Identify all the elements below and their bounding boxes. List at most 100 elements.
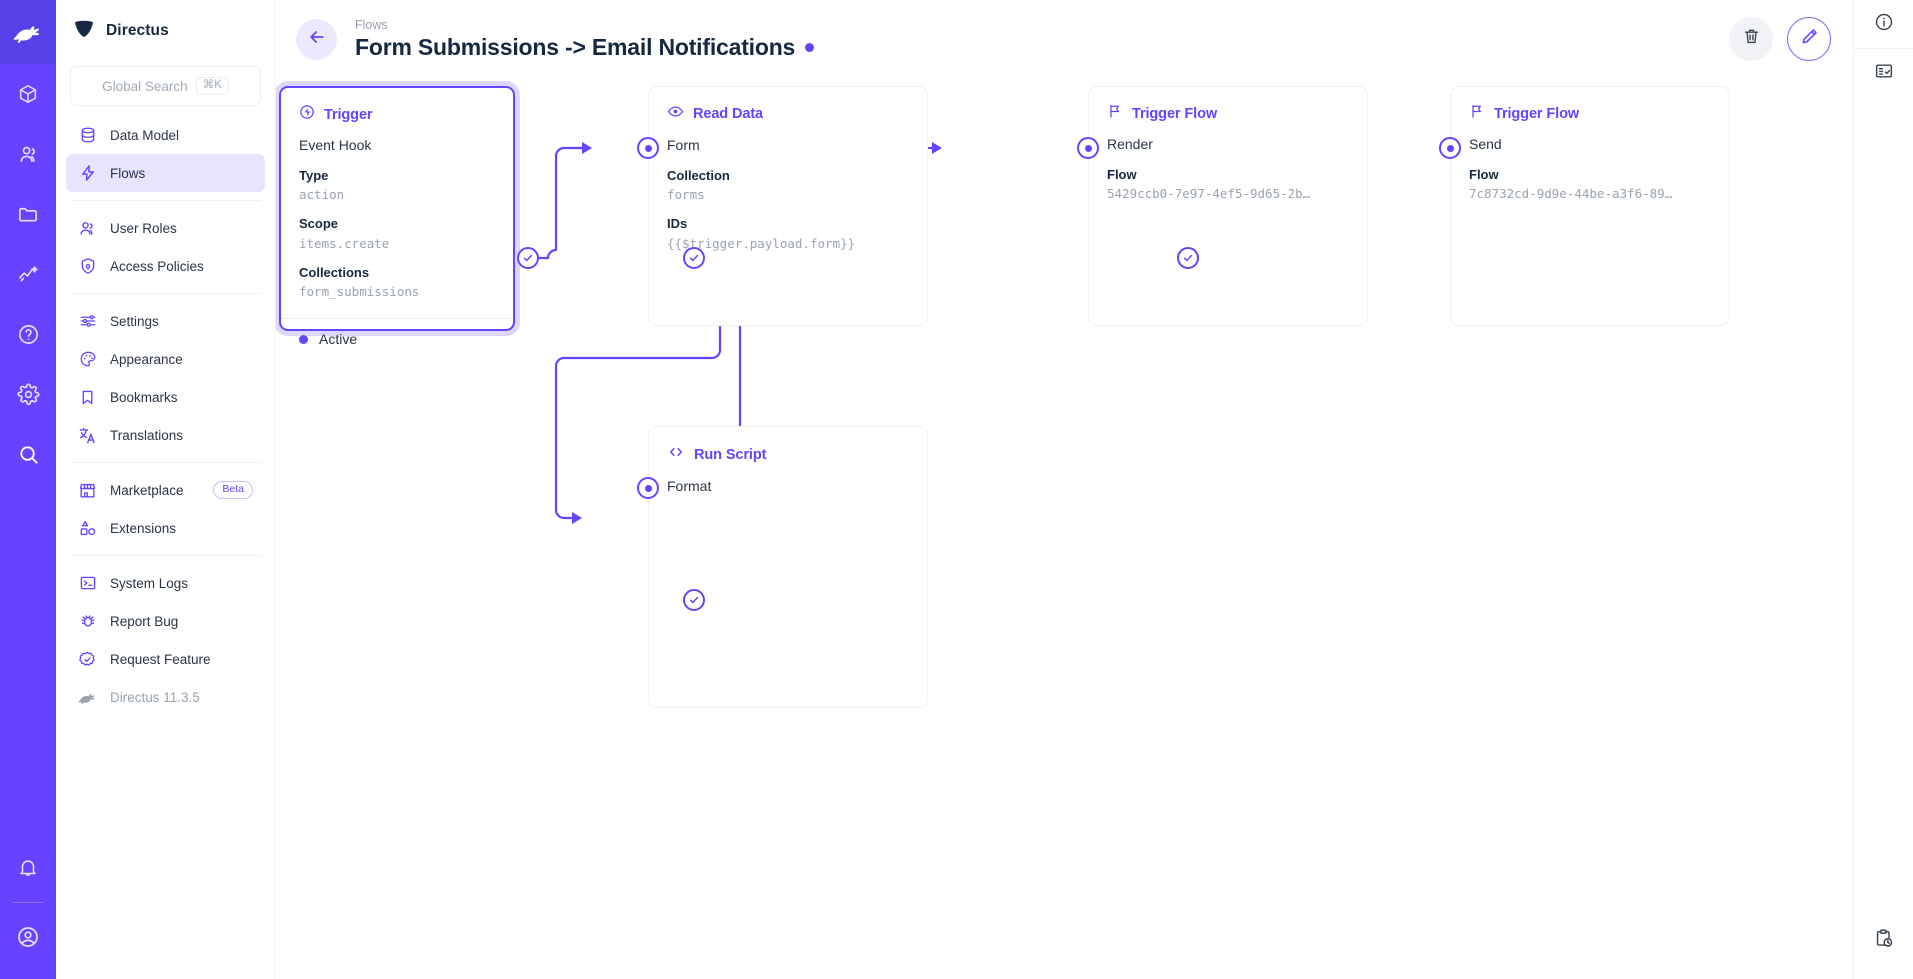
node-field: Type action xyxy=(299,166,495,206)
sidebar-item-flows[interactable]: Flows xyxy=(66,154,265,192)
node-field: Flow 5429ccb0-7e97-4ef5-9d65-2b… xyxy=(1107,165,1349,205)
sidebar-item-label: System Logs xyxy=(110,575,189,591)
port-dot-icon xyxy=(1084,144,1092,152)
port-resolve-run-script[interactable] xyxy=(683,589,705,611)
node-body: Event Hook Type action Scope items.creat… xyxy=(281,135,513,318)
directus-rabbit-logo[interactable] xyxy=(0,0,56,64)
sidebar-item-translations[interactable]: Translations xyxy=(66,416,265,454)
sidebar-item-label: Data Model xyxy=(110,127,180,143)
rail-item-file-library[interactable] xyxy=(0,184,56,244)
bolt-icon xyxy=(78,164,97,183)
port-resolve-read-data[interactable] xyxy=(683,247,705,269)
port-resolve-trigger-flow-render[interactable] xyxy=(1177,247,1199,269)
node-type-label: Run Script xyxy=(694,446,767,463)
rail-item-insights[interactable] xyxy=(0,244,56,304)
node-field: Collections form_submissions xyxy=(299,263,495,303)
sidebar-item-label: Directus 11.3.5 xyxy=(110,689,200,705)
arrow-left-icon xyxy=(307,27,327,52)
field-key: Flow xyxy=(1107,166,1137,182)
node-name: Send xyxy=(1469,136,1502,152)
node-status-label: Active xyxy=(319,331,358,348)
node-type-label: Trigger xyxy=(324,106,373,123)
node-header: Trigger xyxy=(281,88,513,135)
sidebar-item-request-feature[interactable]: Request Feature xyxy=(66,640,265,678)
activity-log-button[interactable] xyxy=(1854,917,1913,965)
sidebar-item-settings[interactable]: Settings xyxy=(66,302,265,340)
page-header: Flows Form Submissions -> Email Notifica… xyxy=(276,0,1853,78)
flow-info-button[interactable] xyxy=(1854,0,1913,48)
marketplace-beta-badge: Beta xyxy=(213,480,253,500)
port-input-run-script[interactable] xyxy=(637,477,659,499)
node-name: Render xyxy=(1107,136,1153,152)
rail-item-account[interactable] xyxy=(0,907,56,967)
status-dot-icon xyxy=(299,334,308,344)
node-body: Form Collection forms IDs {{$trigger.pay… xyxy=(649,135,927,270)
main-region: Flows Form Submissions -> Email Notifica… xyxy=(276,0,1853,979)
sidebar-item-label: Translations xyxy=(110,427,184,443)
back-button[interactable] xyxy=(296,18,337,60)
translate-icon xyxy=(78,426,97,445)
code-brackets-icon xyxy=(667,443,685,466)
sidebar-item-system-logs[interactable]: System Logs xyxy=(66,564,265,602)
port-input-trigger-flow-send[interactable] xyxy=(1439,137,1461,159)
global-search-placeholder: Global Search xyxy=(102,78,188,94)
sidebar-item-appearance[interactable]: Appearance xyxy=(66,340,265,378)
sidebar-item-label: Bookmarks xyxy=(110,389,178,405)
rail-item-user-directory[interactable] xyxy=(0,124,56,184)
flow-node-trigger-flow-send[interactable]: Trigger Flow Send Flow 7c8732cd-9d9e-44b… xyxy=(1450,86,1730,326)
sidebar-item-access-policies[interactable]: Access Policies xyxy=(66,247,265,285)
port-dot-icon xyxy=(1446,144,1454,152)
users-group-icon xyxy=(78,219,97,238)
flow-node-read-data[interactable]: Read Data Form Collection forms IDs {{$t… xyxy=(648,86,928,326)
title-block: Flows Form Submissions -> Email Notifica… xyxy=(355,17,815,61)
logs-checklist-icon xyxy=(1874,61,1894,86)
sidebar-item-label: Appearance xyxy=(110,351,183,367)
port-input-trigger-flow-render[interactable] xyxy=(1077,137,1099,159)
port-input-read-data[interactable] xyxy=(637,137,659,159)
flow-node-trigger[interactable]: Trigger Event Hook Type action Scope ite… xyxy=(279,86,515,347)
field-key: Type xyxy=(299,167,329,183)
node-header: Run Script xyxy=(649,427,927,476)
rail-item-notifications[interactable] xyxy=(0,838,56,898)
sidebar-item-marketplace[interactable]: Marketplace Beta xyxy=(66,471,265,509)
field-key: Flow xyxy=(1469,166,1499,182)
node-field: Collection forms xyxy=(667,166,909,206)
sidebar-item-data-model[interactable]: Data Model xyxy=(66,116,265,154)
sidebar-item-label: Flows xyxy=(110,165,146,181)
nav-group-2: User Roles Access Policies xyxy=(56,209,275,285)
rail-item-search[interactable] xyxy=(0,424,56,484)
rail-item-content[interactable] xyxy=(0,64,56,124)
feature-check-icon xyxy=(78,650,97,669)
flow-node-trigger-flow-render[interactable]: Trigger Flow Render Flow 5429ccb0-7e97-4… xyxy=(1088,86,1368,326)
sidebar-item-report-bug[interactable]: Report Bug xyxy=(66,602,265,640)
port-dot-icon xyxy=(644,144,652,152)
sidebar-item-user-roles[interactable]: User Roles xyxy=(66,209,265,247)
rail-item-help[interactable] xyxy=(0,304,56,364)
node-status-row: Active xyxy=(281,318,513,359)
status-badge xyxy=(805,43,815,53)
database-icon xyxy=(78,126,97,145)
flow-canvas[interactable]: Trigger Event Hook Type action Scope ite… xyxy=(276,78,1853,979)
sidebar-item-label: User Roles xyxy=(110,220,177,236)
sidebar-item-label: Request Feature xyxy=(110,651,211,667)
delete-flow-button[interactable] xyxy=(1729,17,1773,61)
edit-flow-button[interactable] xyxy=(1787,17,1831,61)
node-name: Event Hook xyxy=(299,137,372,153)
sidebar-item-bookmarks[interactable]: Bookmarks xyxy=(66,378,265,416)
rail-item-settings[interactable] xyxy=(0,364,56,424)
sidebar-item-label: Report Bug xyxy=(110,613,179,629)
port-resolve-trigger[interactable] xyxy=(517,247,539,269)
info-circle-icon xyxy=(1874,12,1894,37)
flow-node-run-script[interactable]: Run Script Format xyxy=(648,426,928,708)
rail-divider xyxy=(13,902,43,903)
sidebar-divider xyxy=(70,293,261,294)
page-title: Form Submissions -> Email Notifications xyxy=(355,34,796,61)
bookmark-icon xyxy=(78,388,97,407)
flag-icon xyxy=(1469,103,1485,124)
breadcrumb[interactable]: Flows xyxy=(355,17,388,32)
title-row: Form Submissions -> Email Notifications xyxy=(355,34,815,61)
flow-logs-button[interactable] xyxy=(1854,49,1913,97)
flag-icon xyxy=(1107,103,1123,124)
global-search-input[interactable]: Global Search ⌘K xyxy=(70,66,261,106)
sidebar-item-extensions[interactable]: Extensions xyxy=(66,509,265,547)
